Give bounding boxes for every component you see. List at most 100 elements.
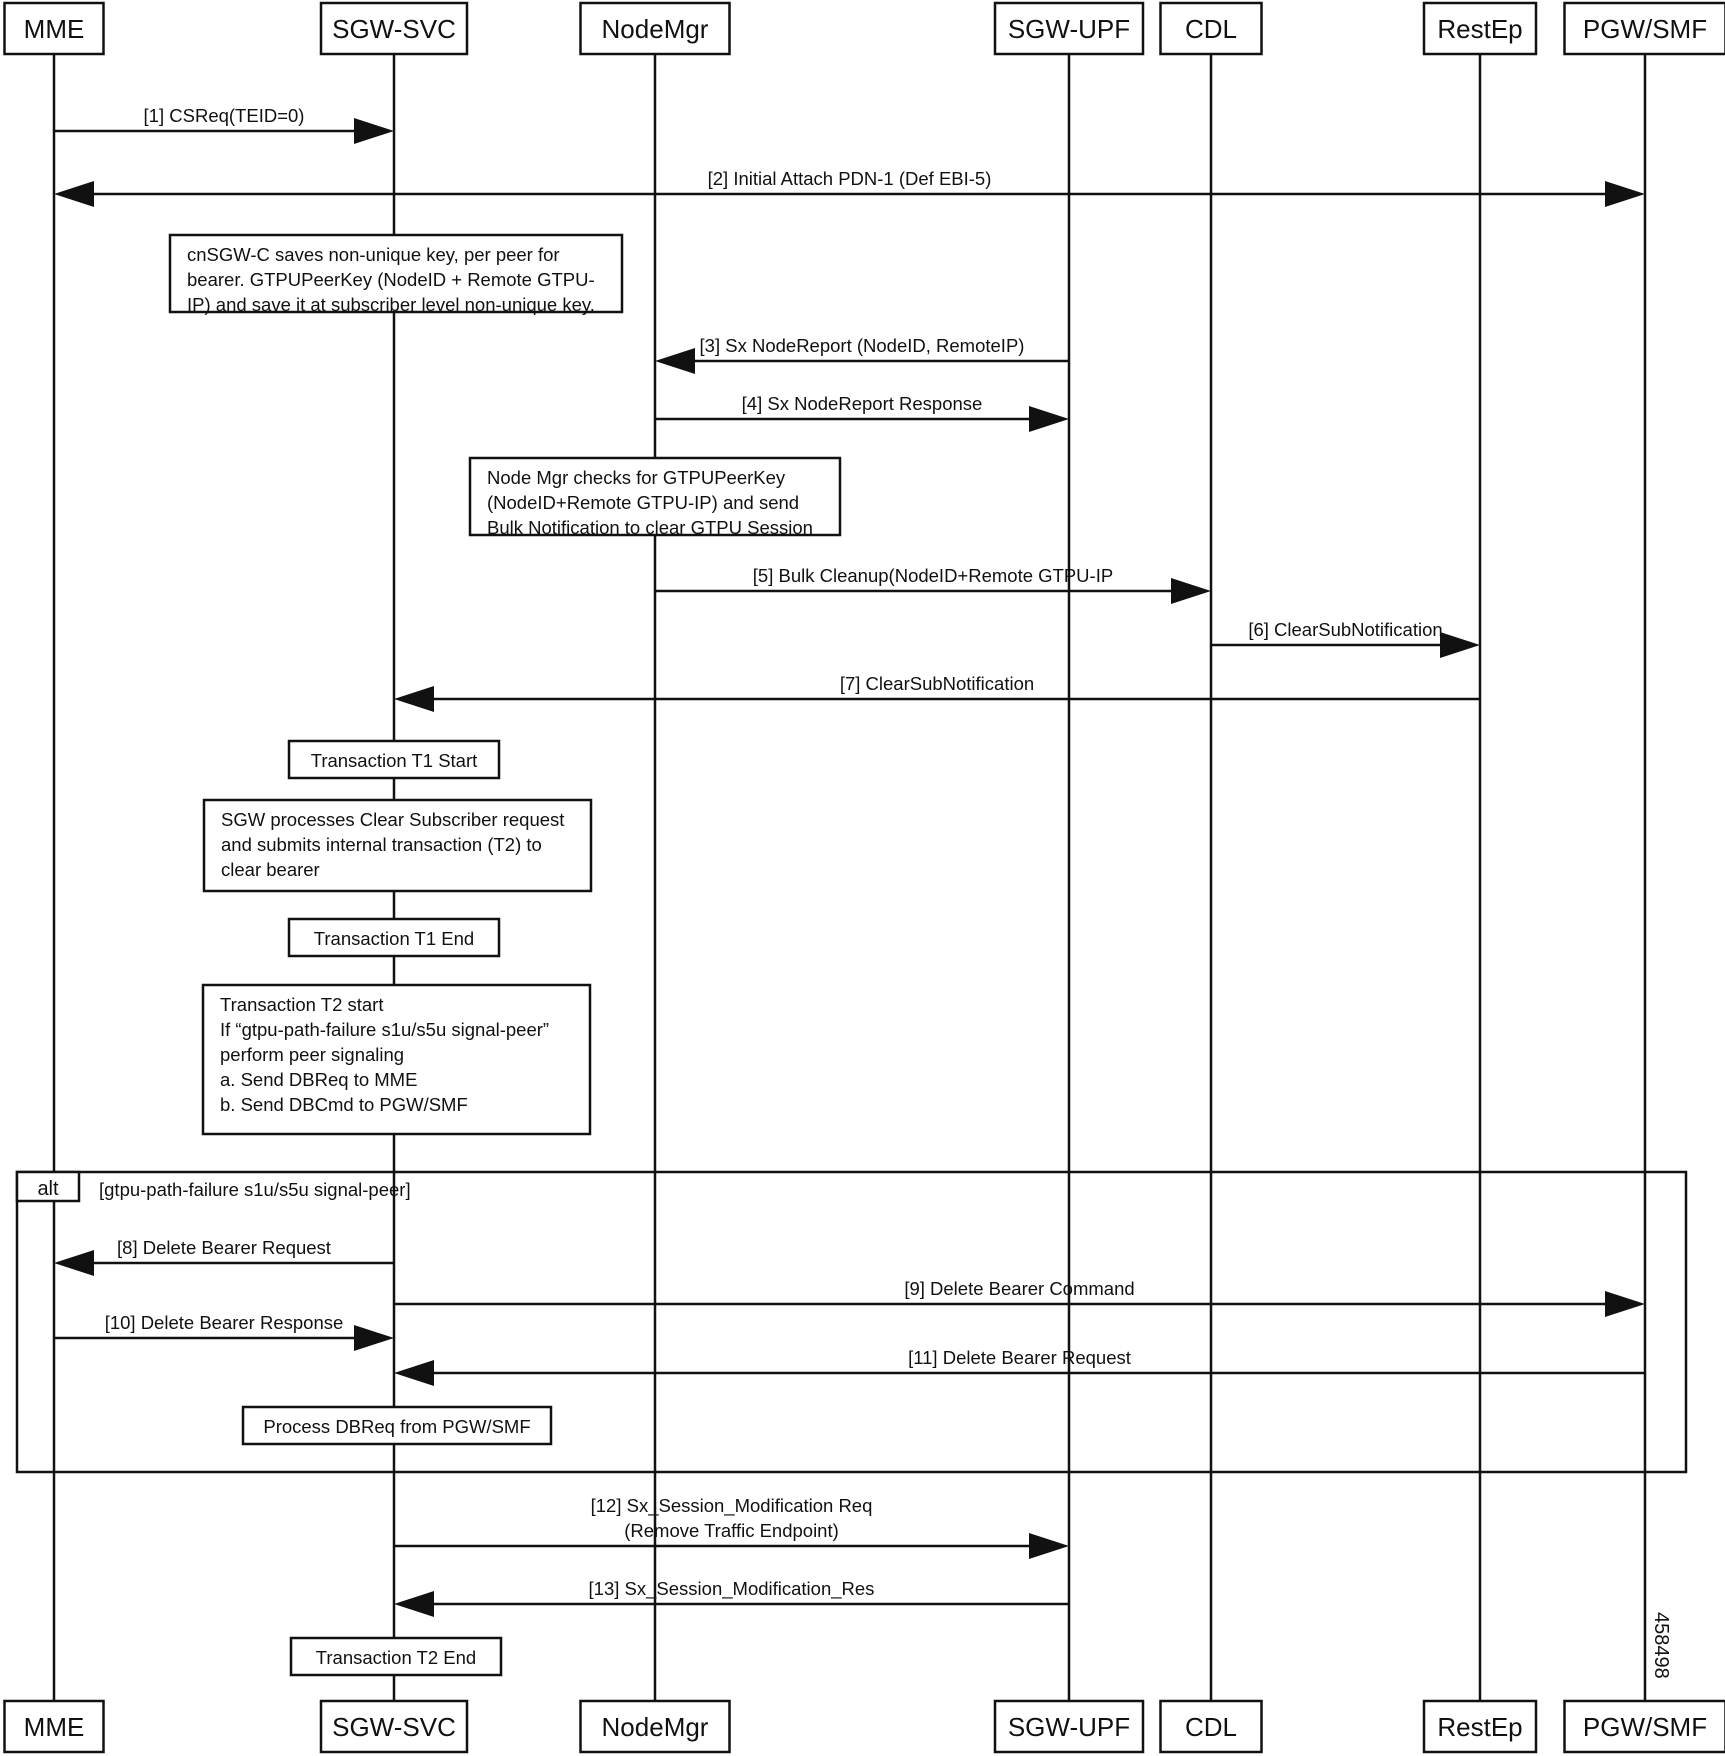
participant-label: MME (24, 14, 85, 44)
message-label: [13] Sx_Session_Modification_Res (589, 1578, 875, 1600)
note-text: clear bearer (221, 859, 320, 880)
participant-label: SGW-SVC (332, 1712, 456, 1742)
message-label: [6] ClearSubNotification (1248, 619, 1442, 640)
note-text: b. Send DBCmd to PGW/SMF (220, 1094, 468, 1115)
arrowhead (1440, 632, 1480, 658)
note-1: cnSGW-C saves non-unique key, per peer f… (168, 233, 624, 315)
note-5: Transaction T1 End (287, 917, 501, 958)
message-2: [2] Initial Attach PDN-1 (Def EBI-5) (54, 168, 1645, 207)
participant-label: RestEp (1437, 14, 1522, 44)
participant-label: RestEp (1437, 1712, 1522, 1742)
participant-pgwsmf-bottom: PGW/SMF (1563, 1699, 1725, 1754)
message-label: [5] Bulk Cleanup(NodeID+Remote GTPU-IP (753, 565, 1113, 586)
message-label: [7] ClearSubNotification (840, 673, 1034, 694)
lifelines (52, 54, 1647, 1701)
note-text: perform peer signaling (220, 1044, 404, 1065)
message-11: [11] Delete Bearer Request (394, 1347, 1645, 1386)
participant-nodemgr-top: NodeMgr (579, 1, 731, 56)
note-text: IP) and save it at subscriber level non-… (187, 294, 595, 315)
participant-mme-top: MME (3, 1, 105, 56)
message-10: [10] Delete Bearer Response (54, 1312, 394, 1351)
note-text: Transaction T2 start (220, 994, 383, 1015)
note-7: Process DBReq from PGW/SMF (241, 1405, 553, 1446)
message-7: [7] ClearSubNotification (394, 673, 1480, 712)
note-text: Bulk Notification to clear GTPU Session (487, 517, 813, 538)
note-4: SGW processes Clear Subscriber requestan… (202, 798, 593, 893)
alt-guard: [gtpu-path-failure s1u/s5u signal-peer] (99, 1179, 411, 1200)
notes: cnSGW-C saves non-unique key, per peer f… (168, 233, 842, 1677)
arrowhead (1029, 1533, 1069, 1559)
note-text: and submits internal transaction (T2) to (221, 834, 542, 855)
arrowhead (394, 1360, 434, 1386)
participant-label: MME (24, 1712, 85, 1742)
participant-label: SGW-UPF (1008, 1712, 1130, 1742)
message-3: [3] Sx NodeReport (NodeID, RemoteIP) (655, 335, 1069, 374)
note-text: a. Send DBReq to MME (220, 1069, 417, 1090)
note-text: (NodeID+Remote GTPU-IP) and send (487, 492, 799, 513)
note-text: Node Mgr checks for GTPUPeerKey (487, 467, 786, 488)
participant-sgwupf-top: SGW-UPF (993, 1, 1145, 56)
arrowhead (54, 181, 94, 207)
participant-label: NodeMgr (602, 1712, 709, 1742)
arrowhead (1605, 1291, 1645, 1317)
message-4: [4] Sx NodeReport Response (655, 393, 1069, 432)
message-label: [12] Sx_Session_Modification Req (591, 1495, 873, 1517)
note-3: Transaction T1 Start (287, 739, 501, 780)
participants: MMEMMESGW-SVCSGW-SVCNodeMgrNodeMgrSGW-UP… (3, 1, 1725, 1754)
note-2: Node Mgr checks for GTPUPeerKey (NodeID+R… (468, 456, 842, 538)
note-text: Transaction T1 End (314, 928, 474, 949)
note-6: Transaction T2 start If “gtpu-path-failur… (201, 983, 592, 1136)
arrowhead (54, 1250, 94, 1276)
alt-tag: alt (15, 1170, 81, 1203)
message-label: (Remove Traffic Endpoint) (624, 1520, 839, 1541)
note-text: cnSGW-C saves non-unique key, per peer f… (187, 244, 560, 265)
note-8: Transaction T2 End (289, 1636, 503, 1677)
message-12: [12] Sx_Session_Modification Req (Remove … (394, 1495, 1069, 1559)
note-text: Transaction T2 End (316, 1647, 476, 1668)
participant-restep-bottom: RestEp (1422, 1699, 1538, 1754)
message-label: [8] Delete Bearer Request (117, 1237, 331, 1258)
participant-label: SGW-SVC (332, 14, 456, 44)
message-8: [8] Delete Bearer Request (54, 1237, 394, 1276)
alt-frame (15, 1170, 1688, 1474)
participant-pgwsmf-top: PGW/SMF (1563, 1, 1725, 56)
note-text: bearer. GTPUPeerKey (NodeID + Remote GTP… (187, 269, 595, 290)
message-label: [11] Delete Bearer Request (908, 1347, 1131, 1368)
participant-mme-bottom: MME (3, 1699, 105, 1754)
note-text: If “gtpu-path-failure s1u/s5u signal-pee… (220, 1019, 549, 1040)
participant-sgwsvc-bottom: SGW-SVC (319, 1699, 469, 1754)
message-label: [10] Delete Bearer Response (105, 1312, 344, 1333)
participant-label: PGW/SMF (1583, 1712, 1707, 1742)
participant-label: PGW/SMF (1583, 14, 1707, 44)
message-label: [1] CSReq(TEID=0) (144, 105, 305, 126)
arrowhead (394, 1591, 434, 1617)
arrowhead (1171, 578, 1211, 604)
message-9: [9] Delete Bearer Command (394, 1278, 1645, 1317)
participant-label: CDL (1185, 1712, 1237, 1742)
messages: [1] CSReq(TEID=0) [2] Initial Attach PDN-… (54, 105, 1645, 1617)
arrowhead (1029, 406, 1069, 432)
alt-fragment: alt [gtpu-path-failure s1u/s5u signal-pee… (15, 1170, 1688, 1474)
participant-label: CDL (1185, 14, 1237, 44)
arrowhead (394, 686, 434, 712)
participant-restep-top: RestEp (1422, 1, 1538, 56)
arrowhead (354, 118, 394, 144)
participant-label: NodeMgr (602, 14, 709, 44)
arrowhead (655, 348, 695, 374)
participant-sgwsvc-top: SGW-SVC (319, 1, 469, 56)
message-5: [5] Bulk Cleanup(NodeID+Remote GTPU-IP (655, 565, 1211, 604)
message-13: [13] Sx_Session_Modification_Res (394, 1578, 1069, 1617)
participant-nodemgr-bottom: NodeMgr (579, 1699, 731, 1754)
participant-label: SGW-UPF (1008, 14, 1130, 44)
participant-cdl-bottom: CDL (1159, 1699, 1263, 1754)
message-label: [9] Delete Bearer Command (904, 1278, 1134, 1299)
participant-cdl-top: CDL (1159, 1, 1263, 56)
figure-id: 458498 (1650, 1612, 1672, 1679)
message-1: [1] CSReq(TEID=0) (54, 105, 394, 144)
note-text: Transaction T1 Start (311, 750, 478, 771)
arrowhead (354, 1325, 394, 1351)
note-text: Process DBReq from PGW/SMF (263, 1416, 530, 1437)
arrowhead (1605, 181, 1645, 207)
message-label: [4] Sx NodeReport Response (742, 393, 983, 414)
